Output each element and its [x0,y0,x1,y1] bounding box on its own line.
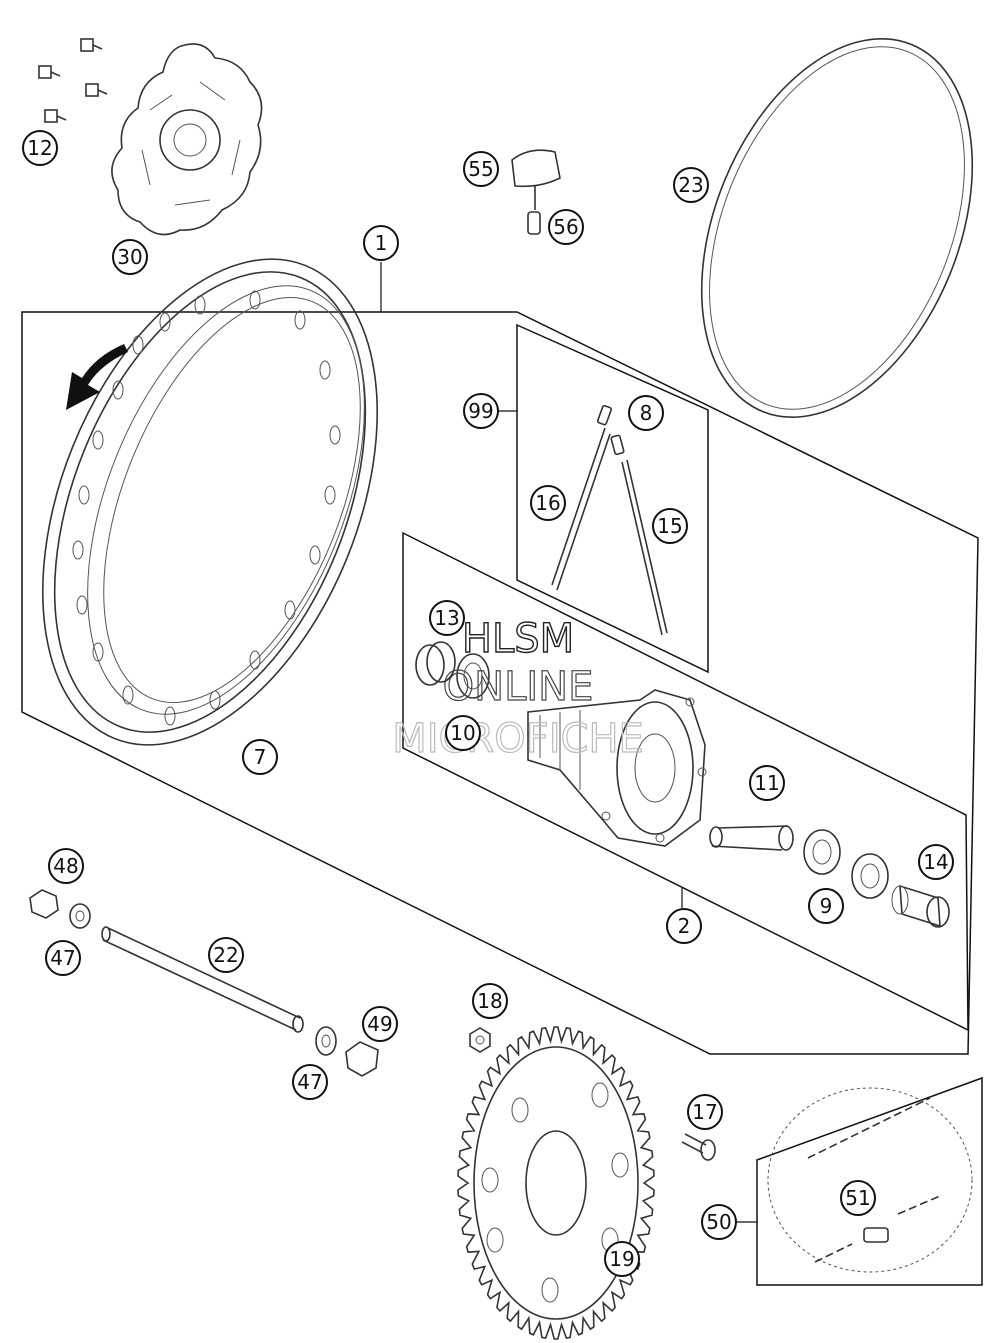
callout-label: 1 [375,231,388,255]
callout-55: 55 [463,151,499,187]
callout-label: 12 [27,136,52,160]
hub-bearings-left [415,641,490,699]
hub-assembly-frame [402,531,969,1032]
callout-30: 30 [112,239,148,275]
watermark-line-1: HLSM [462,616,574,662]
sprocket-nut [469,1027,491,1053]
callout-label: 30 [117,245,142,269]
rear-sprocket [457,1026,655,1340]
callout-16: 16 [530,485,566,521]
spindle-nut-right [315,1026,379,1077]
callout-13: 13 [429,600,465,636]
callout-label: 18 [477,989,502,1013]
spoke-set-frame [516,323,709,674]
callout-label: 55 [468,157,493,181]
callout-2: 2 [666,908,702,944]
callout-11: 11 [749,765,785,801]
callout-10: 10 [445,715,481,751]
spokes [551,404,668,636]
callout-48: 48 [48,848,84,884]
spacer-sleeve [709,825,794,851]
callout-51: 51 [840,1180,876,1216]
callout-label: 10 [450,721,475,745]
callout-15: 15 [652,508,688,544]
brake-disc [111,43,263,236]
wheel-assembly-frame [21,311,979,1055]
callout-12: 12 [22,130,58,166]
chain-kit-frame [756,1076,983,1286]
valve-cap [511,149,561,235]
callout-18: 18 [472,983,508,1019]
callout-label: 23 [678,173,703,197]
callout-label: 7 [254,745,267,769]
callout-label: 49 [367,1012,392,1036]
callout-label: 47 [297,1070,322,1094]
callout-label: 50 [706,1210,731,1234]
callout-label: 16 [535,491,560,515]
chain [767,1087,973,1273]
callout-label: 48 [53,854,78,878]
callout-50: 50 [701,1204,737,1240]
sprocket-screw [681,1133,716,1161]
watermark-line-3: MICROFICHE [392,716,644,762]
callout-label: 9 [820,894,833,918]
wheel-spindle [101,926,304,1033]
callout-label: 2 [678,914,691,938]
callout-label: 47 [50,946,75,970]
callout-47-left: 47 [45,940,81,976]
callout-17: 17 [687,1094,723,1130]
hub-bearings-right [803,829,889,899]
callout-label: 17 [692,1100,717,1124]
rim-band [700,38,974,418]
callout-label: 11 [754,771,779,795]
callout-49: 49 [362,1006,398,1042]
callout-label: 19 [609,1247,634,1271]
hub [527,689,707,847]
leader-lines [380,262,757,1223]
callout-19: 19 [604,1241,640,1277]
callout-22: 22 [208,937,244,973]
callout-label: 13 [434,606,459,630]
callout-7: 7 [242,739,278,775]
callout-99: 99 [463,393,499,429]
disc-screws [38,38,108,123]
watermark: HLSM ONLINE MICROFICHE [392,615,645,762]
rotation-direction-arrow [66,344,128,410]
callout-label: 51 [845,1186,870,1210]
callout-56: 56 [548,209,584,245]
callout-label: 99 [468,399,493,423]
callout-47-right: 47 [292,1064,328,1100]
watermark-line-2: ONLINE [443,664,594,710]
callout-label: 15 [657,514,682,538]
callout-label: 56 [553,215,578,239]
spindle-nut-left [29,889,91,929]
distance-bushing [891,884,950,928]
callout-14: 14 [918,844,954,880]
callout-label: 8 [640,401,653,425]
callout-label: 22 [213,943,238,967]
rim [42,258,378,746]
callout-8: 8 [628,395,664,431]
callout-label: 14 [923,850,948,874]
callout-23: 23 [673,167,709,203]
callout-1: 1 [363,225,399,261]
callout-9: 9 [808,888,844,924]
